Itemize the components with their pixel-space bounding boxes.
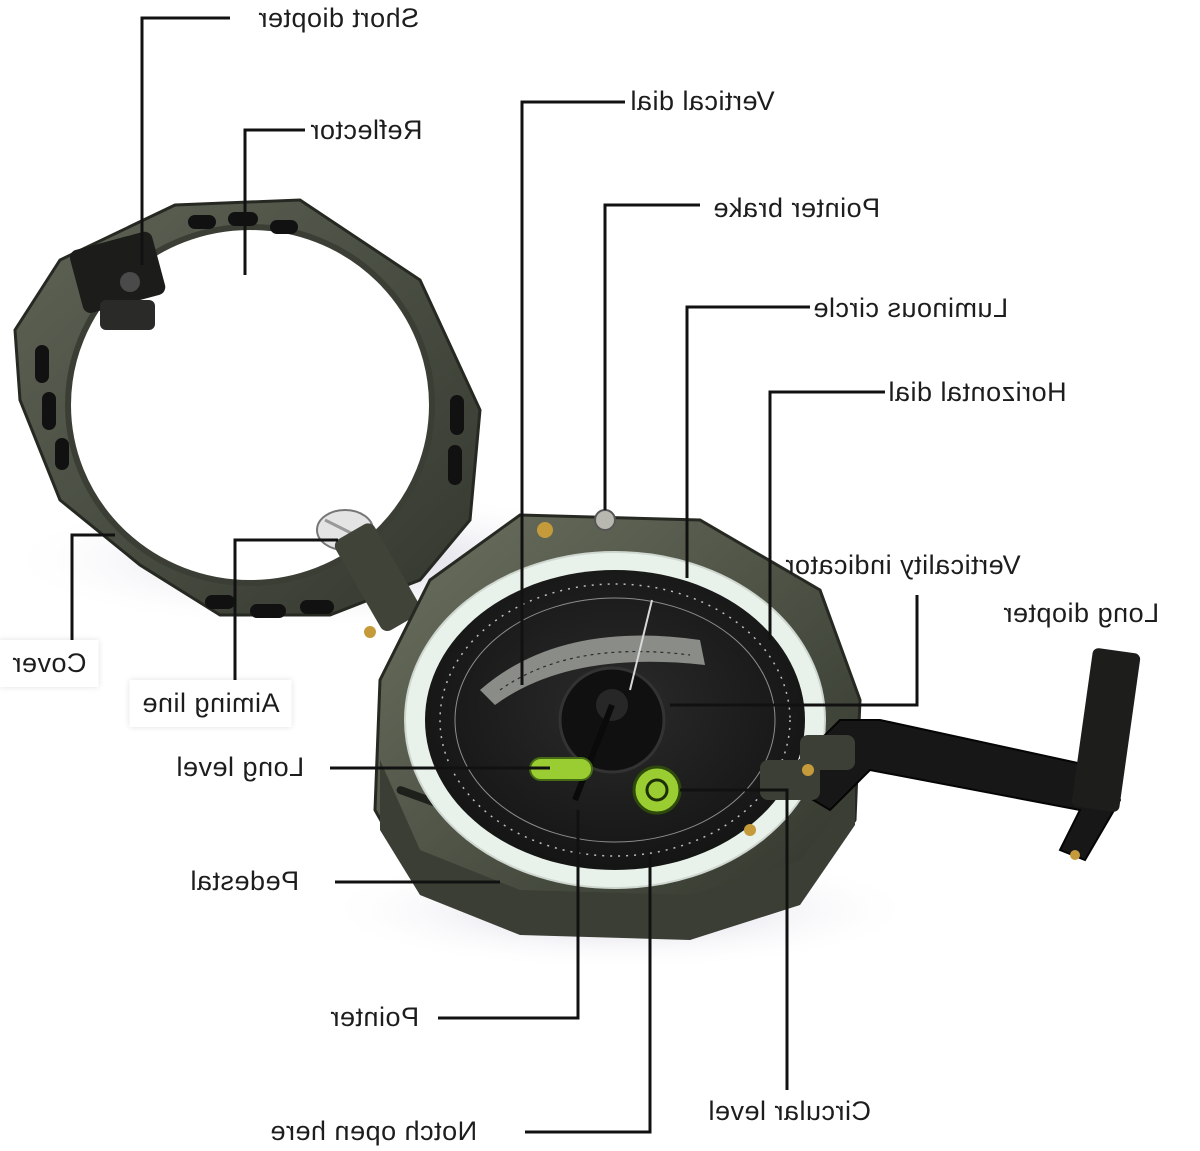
label-notch-open-here: Notch open here: [270, 1116, 478, 1146]
brass-pin: [364, 626, 376, 638]
leader-circular-level: [680, 788, 789, 1090]
label-aiming-line: Aiming line: [130, 680, 292, 727]
label-horizontal-dial: Horizontal dial: [888, 377, 1067, 407]
label-reflector: Reflector: [310, 115, 423, 145]
label-vertical-dial: Vertical dial: [630, 86, 775, 116]
leader-notch: [525, 855, 652, 1134]
label-circular-level: Circular level: [708, 1096, 872, 1126]
leader-aiming-line: [233, 538, 338, 690]
label-short-diopter: Short diopter: [258, 3, 420, 33]
leader-luminous-circle: [685, 305, 810, 578]
circular-level-vial: [632, 765, 682, 815]
label-luminous-circle: Luminous circle: [813, 293, 1009, 323]
leader-horizontal-dial: [768, 390, 885, 640]
pointer-brake-knob: [594, 509, 616, 531]
pedestal: [380, 760, 855, 940]
cover-slots: [35, 212, 464, 618]
label-pointer-brake: Pointer brake: [713, 193, 881, 223]
label-pedestal: Pedestal: [190, 866, 300, 896]
reflector: [65, 224, 435, 586]
label-long-level: Long level: [176, 752, 305, 782]
label-long-diopter: Long diopter: [1003, 598, 1160, 628]
hinge: [334, 523, 421, 631]
leader-verticality-indicator: [670, 595, 919, 707]
label-pointer: Pointer: [330, 1002, 420, 1032]
leader-short-diopter: [140, 16, 230, 265]
leader-reflector: [243, 128, 305, 275]
leader-vertical-dial: [520, 100, 625, 685]
pointer-needle: [572, 703, 615, 802]
label-cover: Cover: [0, 640, 99, 687]
brass-screw: [537, 522, 553, 538]
vertical-dial: [480, 635, 705, 705]
long-diopter: [744, 648, 1141, 862]
label-verticality-indicator: Verticality indicator: [785, 550, 1021, 580]
leader-lines: [70, 16, 919, 1134]
leader-pointer-brake: [603, 203, 700, 510]
leader-pointer: [438, 810, 580, 1020]
dial-assembly: [404, 551, 826, 889]
leader-cover: [70, 533, 115, 650]
